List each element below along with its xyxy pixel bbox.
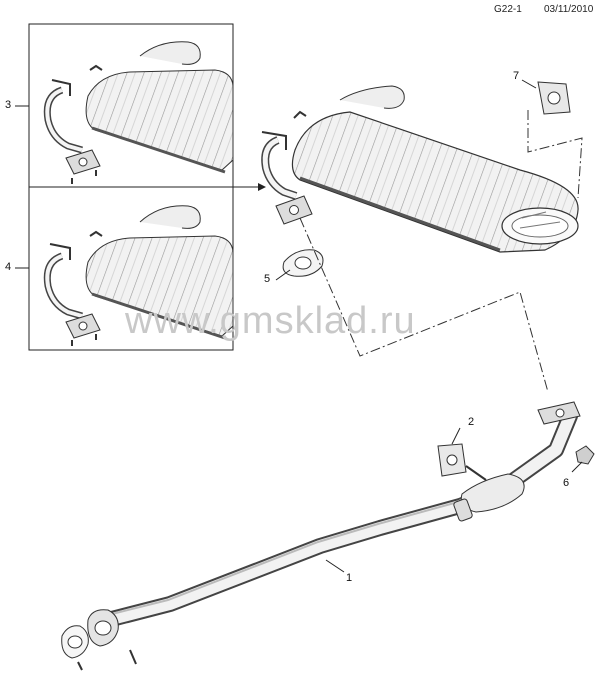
diagram-reference: G22-1 bbox=[494, 4, 522, 15]
watermark-text: www.gmsklad.ru bbox=[125, 300, 416, 342]
callout-5: 5 bbox=[264, 273, 271, 285]
gasket-5 bbox=[275, 249, 324, 281]
callout-2: 2 bbox=[468, 416, 475, 428]
inset-variant-3 bbox=[28, 23, 234, 188]
diagram-date: 03/11/2010 bbox=[544, 4, 594, 15]
alignment-lines bbox=[299, 110, 583, 393]
nut-6 bbox=[571, 445, 595, 473]
rear-muffler bbox=[261, 85, 579, 253]
callout-7: 7 bbox=[513, 70, 520, 82]
callout-3: 3 bbox=[5, 99, 12, 111]
front-pipe bbox=[61, 401, 581, 671]
callout-4: 4 bbox=[5, 261, 12, 273]
inset-variant-4 bbox=[28, 186, 234, 351]
rubber-hanger-7 bbox=[521, 79, 571, 115]
callout-6: 6 bbox=[563, 477, 570, 489]
leader-1 bbox=[325, 559, 345, 573]
callout-1: 1 bbox=[346, 572, 353, 584]
rubber-hanger-2 bbox=[437, 427, 487, 481]
